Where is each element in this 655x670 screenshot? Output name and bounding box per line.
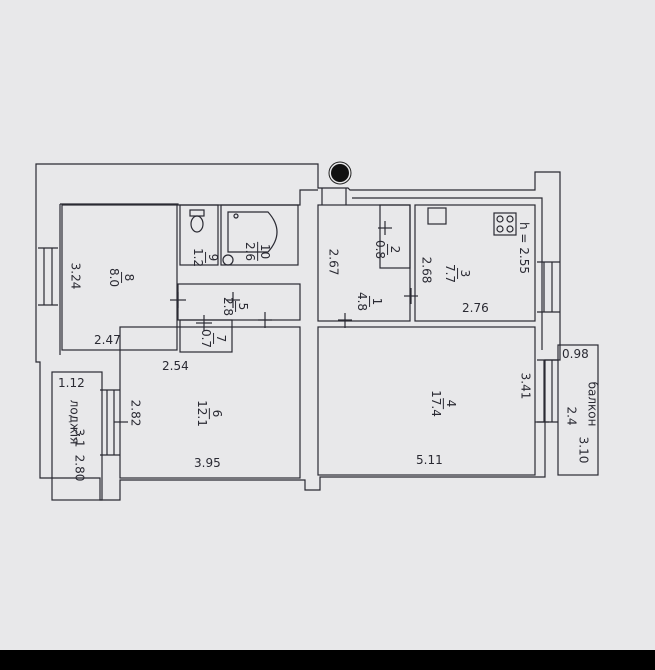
- loggia-depth: 2.80: [72, 454, 87, 482]
- window-left: [38, 247, 58, 306]
- room-8-label: 8 8.0: [107, 267, 137, 288]
- entrance-lines: [321, 188, 347, 205]
- room-7-outline: [179, 319, 233, 353]
- room-6-label: 6 12.1: [194, 400, 224, 427]
- room-6-outline: [119, 326, 301, 479]
- balcony-width: 0.98: [562, 347, 589, 361]
- room-2-label: 2 0.8: [373, 239, 403, 260]
- room-4-label: 4 17.4: [428, 390, 458, 417]
- window-balcony: [537, 359, 558, 423]
- balcony-depth: 3.10: [576, 436, 591, 464]
- loggia-outline: [51, 371, 103, 501]
- room-3-label: 3 7.7: [443, 263, 473, 284]
- balcony-outline: [557, 344, 599, 476]
- room-2-outline: [379, 204, 411, 269]
- room-9-outline: [179, 204, 219, 266]
- room-1-label: 1 4.8: [355, 291, 385, 312]
- room-6-width: 3.95: [194, 456, 221, 470]
- sink-icon: [222, 254, 234, 266]
- toilet-icon: [189, 209, 205, 233]
- door-marks: [114, 221, 549, 423]
- room-5-width: 2.54: [162, 359, 189, 373]
- room-7-label: 7 0.7: [199, 328, 229, 349]
- room-5-label: 5 2.8: [221, 296, 251, 317]
- room-4-width: 5.11: [416, 453, 443, 467]
- room-4-outline: [317, 326, 536, 476]
- room-3-depth: 2.68: [419, 256, 434, 284]
- ceiling-height: h = 2.55: [517, 221, 532, 275]
- balcony-area: 2.4: [564, 406, 579, 426]
- window-right: [537, 261, 560, 313]
- kitchen-sink-icon: [427, 207, 447, 225]
- room-3-width: 2.76: [462, 301, 489, 315]
- room-6-depth: 2.82: [128, 399, 143, 427]
- floor-plan: [35, 161, 599, 501]
- paper-sheet: 8 8.0 3.24 2.47 9 1.2 10 2.6 5 2.8 2.54 …: [0, 0, 655, 650]
- room-9-label: 9 1.2: [191, 247, 221, 268]
- room-10-outline: [220, 204, 299, 266]
- balcony-name: балкон: [585, 381, 600, 427]
- room-8-width: 2.47: [94, 333, 121, 347]
- room-3-outline: [414, 204, 536, 322]
- room-1-depth: 2.67: [326, 248, 341, 276]
- room-8-depth: 3.24: [68, 262, 83, 290]
- room-4-depth: 3.41: [518, 372, 533, 400]
- loggia-width: 1.12: [58, 376, 85, 390]
- stove-icon: [493, 212, 517, 236]
- bathtub-icon: [227, 211, 278, 253]
- loggia-area: 3.1: [72, 428, 87, 448]
- room-10-label: 10 2.6: [243, 241, 273, 262]
- riser-marker-icon: [331, 164, 349, 182]
